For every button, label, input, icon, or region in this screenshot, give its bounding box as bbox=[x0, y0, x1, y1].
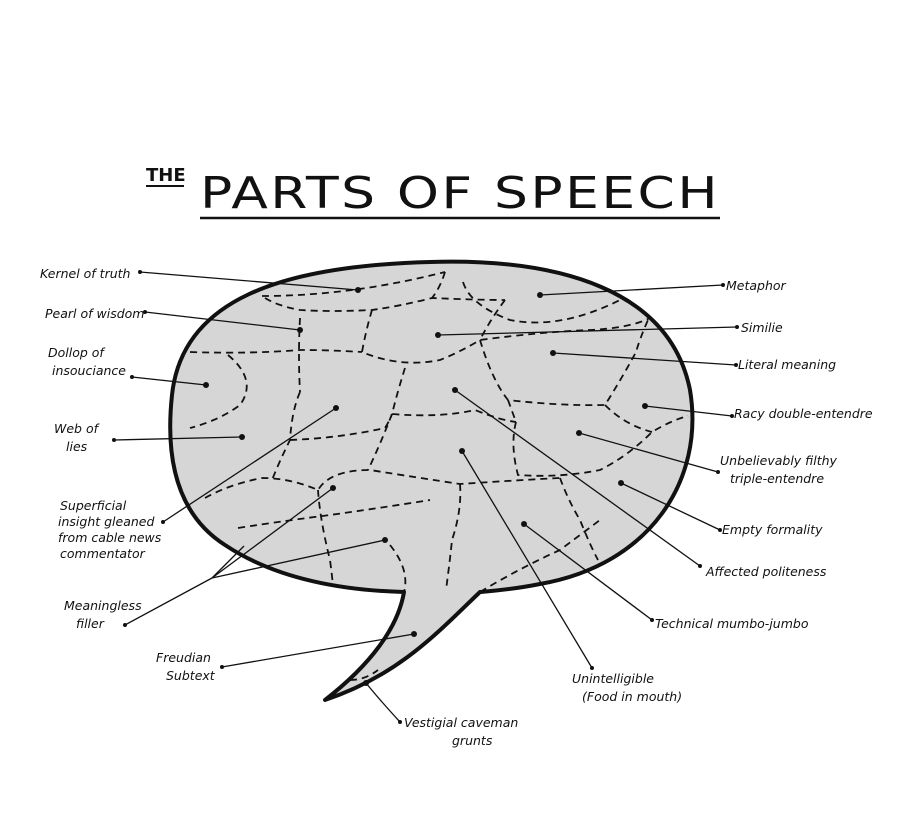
label-empty-formality: Empty formality bbox=[722, 522, 823, 537]
label-superficial-insight: Superficial insight gleaned from cable n… bbox=[58, 498, 165, 561]
label-affected-politeness: Affected politeness bbox=[705, 564, 827, 579]
label-technical-mumbo-jumbo: Technical mumbo-jumbo bbox=[655, 616, 809, 631]
label-metaphor: Metaphor bbox=[726, 278, 787, 293]
label-racy-double-entendre: Racy double-entendre bbox=[734, 406, 873, 421]
label-meaningless-filler: Meaningless filler bbox=[64, 598, 146, 631]
label-literal-meaning: Literal meaning bbox=[738, 357, 836, 372]
label-similie: Similie bbox=[741, 320, 783, 335]
bubble-regions bbox=[189, 271, 689, 681]
label-kernel-of-truth: Kernel of truth bbox=[40, 266, 131, 281]
label-dollop-of-insouciance: Dollop of insouciance bbox=[48, 345, 126, 378]
title-main: PARTS OF SPEECH bbox=[200, 168, 720, 219]
label-unbelievably-filthy: Unbelievably filthy triple-entendre bbox=[720, 453, 841, 486]
title: THE PARTS OF SPEECH bbox=[146, 165, 720, 220]
label-freudian-subtext: Freudian Subtext bbox=[156, 650, 216, 683]
label-vestigial-caveman-grunts: Vestigial caveman grunts bbox=[404, 715, 522, 748]
leader-lines bbox=[113, 271, 738, 723]
title-prefix: THE bbox=[146, 165, 186, 186]
leader-dots bbox=[112, 270, 739, 724]
label-unintelligible: Unintelligible (Food in mouth) bbox=[572, 671, 682, 704]
speech-bubble bbox=[168, 259, 695, 702]
label-pearl-of-wisdom: Pearl of wisdom bbox=[45, 306, 144, 321]
label-web-of-lies: Web of lies bbox=[54, 421, 102, 454]
